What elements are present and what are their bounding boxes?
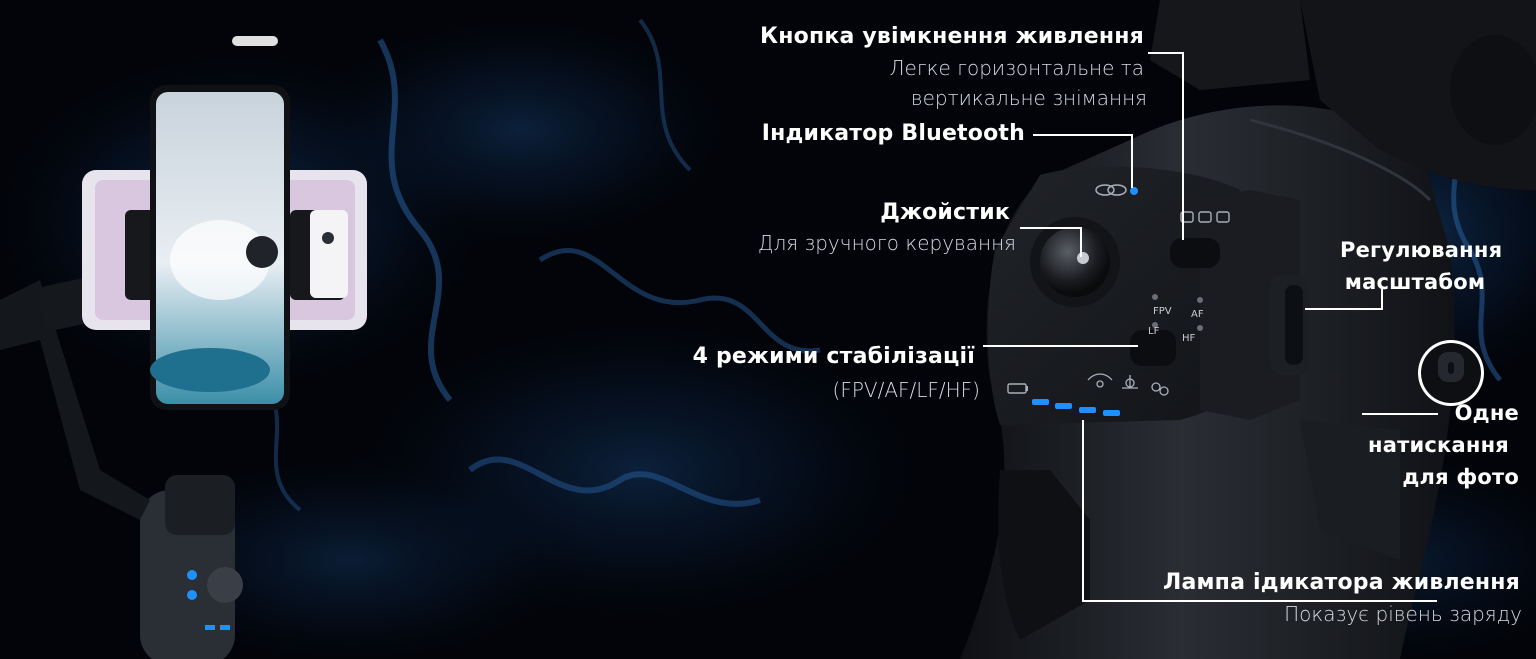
mode-label-af: AF xyxy=(1191,309,1204,320)
battery-indicator-desc: Показує рівень заряду xyxy=(1284,602,1522,626)
mode-label-hf: HF xyxy=(1182,333,1196,344)
bluetooth-callout-line-v xyxy=(1131,134,1133,188)
mode-label-lf: LF xyxy=(1148,326,1160,337)
power-button-desc-line2: вертикальне знімання xyxy=(910,86,1147,110)
battery-icon xyxy=(1007,383,1028,394)
follow-icon xyxy=(1122,375,1138,389)
photo-button-title-line3: для фото xyxy=(1402,465,1519,489)
power-callout-line-v xyxy=(1182,52,1184,240)
photo-button-title-line1: Одне xyxy=(1454,401,1519,425)
joystick-callout-line-v xyxy=(1080,227,1082,257)
stabilization-modes-desc: (FPV/AF/LF/HF) xyxy=(832,378,980,402)
power-button-desc-line1: Легке горизонтальне та xyxy=(889,56,1144,80)
modes-callout-line xyxy=(983,345,1138,347)
gimbal-icon xyxy=(1151,382,1169,396)
zoom-callout-line-v xyxy=(1381,288,1383,310)
zoom-callout-line-h xyxy=(1305,308,1383,310)
zoom-control-title-line2: масштабом xyxy=(1344,270,1486,294)
tilt-icon xyxy=(1087,373,1113,388)
stabilization-modes-title: 4 режими стабілізації xyxy=(692,344,975,369)
link-icon xyxy=(1095,184,1127,196)
battery-indicator-title: Лампа ідикатора живлення xyxy=(1162,570,1520,595)
gimbal-with-phone-illustration xyxy=(0,36,367,659)
battery-callout-line-v xyxy=(1082,420,1084,602)
bluetooth-callout-line-h xyxy=(1033,134,1133,136)
joystick-title: Джойстик xyxy=(880,200,1010,225)
power-button-title: Кнопка увімкнення живлення xyxy=(760,24,1144,49)
battery-callout-line-h xyxy=(1082,600,1437,602)
photo-callout-line xyxy=(1362,413,1438,415)
mode-label-fpv: FPV xyxy=(1153,306,1172,317)
mode-leds xyxy=(1152,294,1203,331)
zoom-control-title-line1: Регулювання xyxy=(1340,238,1503,262)
power-callout-line-h xyxy=(1148,52,1184,54)
photo-button-title-line2: натискання xyxy=(1368,433,1509,457)
camera-icon xyxy=(1180,211,1230,223)
joystick-desc: Для зручного керування xyxy=(757,231,1016,255)
joystick-callout-line-h xyxy=(1020,227,1082,229)
bluetooth-indicator-title: Індикатор Bluetooth xyxy=(761,121,1025,146)
battery-leds xyxy=(1032,399,1120,416)
